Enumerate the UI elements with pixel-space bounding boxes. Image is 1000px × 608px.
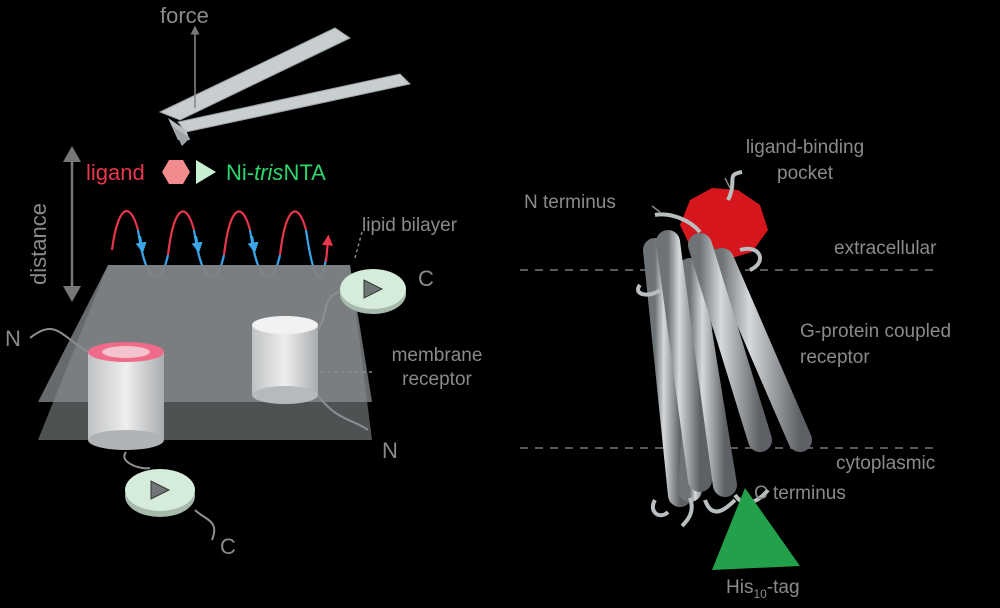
n-terminus-right-label: N	[382, 438, 398, 463]
n-terminus-left-label: N	[5, 326, 21, 351]
ligand-hexagon-icon	[162, 160, 190, 184]
his-tag-triangle-icon	[712, 488, 800, 570]
ligand-label: ligand	[86, 160, 145, 185]
tris-label: Ni-trisNTA	[226, 160, 326, 185]
extracellular-label: extracellular	[834, 238, 937, 259]
pocket-pointer	[724, 177, 731, 189]
c-terminus-bottom-label: C	[220, 534, 236, 559]
force-label: force	[160, 3, 209, 28]
c-terminus-right-label: C	[418, 266, 434, 291]
receptor-left	[29, 327, 164, 450]
n-terminus-label: N terminus	[524, 192, 616, 213]
cytoplasmic-label: cytoplasmic	[836, 453, 936, 474]
c-terminus-label: C terminus	[754, 483, 846, 504]
gpcr-helices	[643, 230, 812, 507]
n-terminus-pointer	[651, 205, 661, 213]
afm-cantilever	[158, 27, 412, 146]
tris-disc-bottom	[123, 451, 216, 541]
distance-label: distance	[26, 203, 51, 285]
tris-disc-top	[340, 269, 406, 314]
receptor-right	[252, 289, 372, 431]
lipid-bilayer-label: lipid bilayer	[362, 215, 458, 236]
his-tag-label: His10-tag	[726, 577, 800, 601]
tris-triangle-icon	[196, 160, 216, 184]
distance-arrow	[63, 146, 81, 302]
